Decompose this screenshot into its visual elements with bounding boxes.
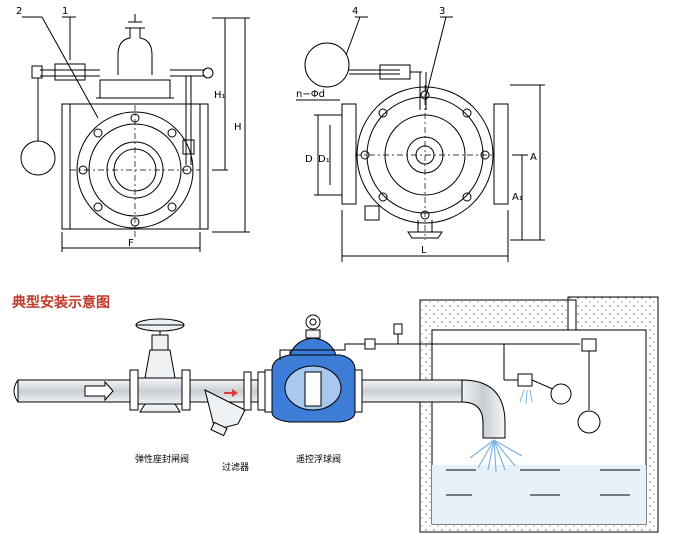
pilot-valve bbox=[54, 63, 86, 81]
outlet-pipe bbox=[361, 379, 506, 439]
gate-valve bbox=[129, 318, 191, 413]
dim-D-label: D bbox=[305, 154, 313, 165]
right-flange bbox=[493, 103, 509, 205]
valve-cover bbox=[99, 79, 171, 99]
dim-A-label: A bbox=[530, 152, 537, 163]
pilot-valve-side bbox=[379, 64, 411, 80]
gate-valve-label: 弹性座封闸阀 bbox=[135, 453, 189, 465]
dim-D1-label: D₁ bbox=[318, 154, 330, 165]
side-view bbox=[296, 16, 545, 262]
dim-F-label: F bbox=[128, 238, 134, 249]
callout-2: 2 bbox=[16, 6, 22, 17]
float-valve-label: 遥控浮球阀 bbox=[296, 453, 341, 465]
dim-L-label: L bbox=[421, 245, 427, 256]
callout-1: 1 bbox=[62, 6, 68, 17]
water-tank bbox=[419, 296, 659, 533]
callout-3: 3 bbox=[439, 6, 445, 17]
inlet-pipe bbox=[13, 379, 139, 403]
tank-float-ball-2 bbox=[577, 410, 601, 434]
front-view bbox=[20, 14, 250, 252]
float-ball-side bbox=[304, 42, 350, 88]
callout-4: 4 bbox=[352, 6, 358, 17]
flow-arrow bbox=[84, 380, 114, 402]
section-title: 典型安装示意图 bbox=[12, 294, 110, 311]
dim-A1-label: A₁ bbox=[512, 192, 523, 203]
float-drip bbox=[519, 389, 533, 405]
strainer-label: 过滤器 bbox=[222, 461, 249, 473]
water-spray bbox=[469, 439, 523, 473]
dim-H-label: H bbox=[234, 122, 242, 133]
bonnet-dome bbox=[117, 27, 153, 75]
left-flange bbox=[341, 103, 357, 205]
tank-float-ball-1 bbox=[550, 383, 572, 405]
strainer bbox=[189, 371, 266, 437]
float-valve bbox=[264, 314, 601, 434]
dim-H1-label: H₁ bbox=[214, 90, 226, 101]
dim-n-d-label: n−Φd bbox=[296, 89, 325, 100]
float-ball-front bbox=[20, 140, 56, 176]
